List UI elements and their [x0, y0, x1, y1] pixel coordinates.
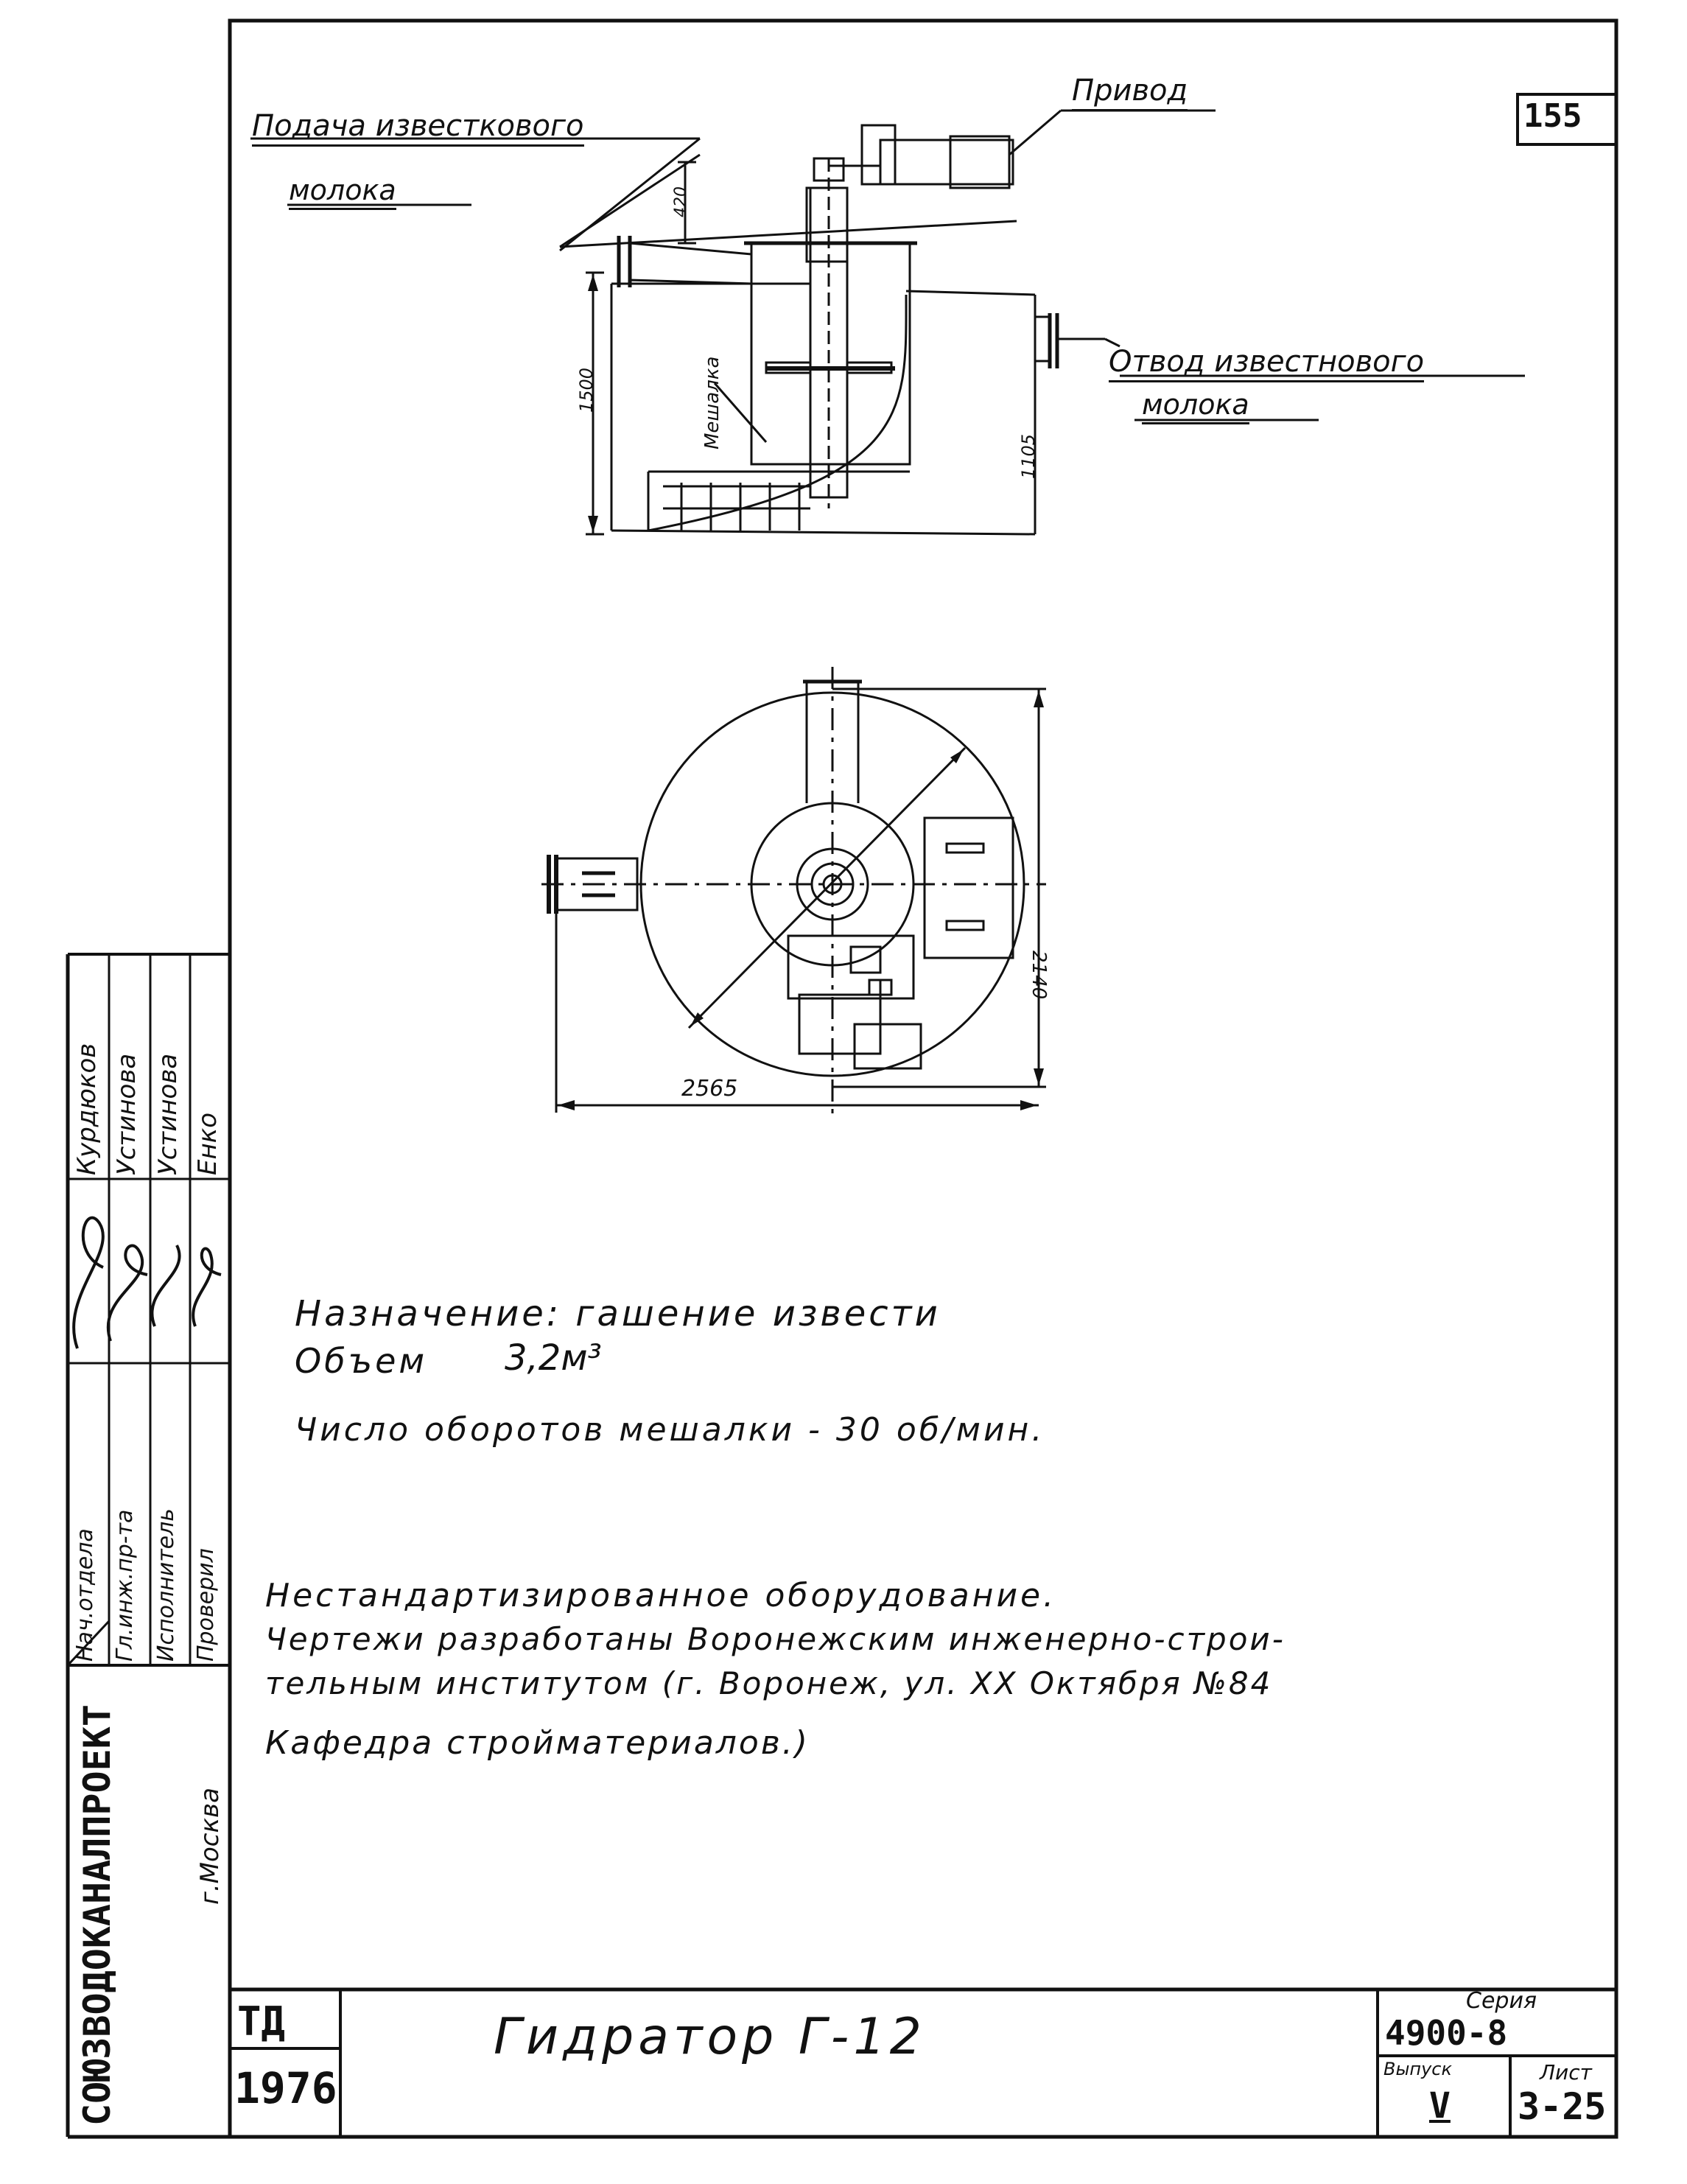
sign-role-3: Исполнитель: [153, 1508, 179, 1662]
spec-rpm: Число оборотов мешалки - 30 об/мин.: [295, 1411, 1045, 1449]
dim-420: 420: [672, 186, 690, 217]
note-line1: Нестандартизированное оборудование.: [265, 1577, 1057, 1614]
series-value: 4900-8: [1385, 2013, 1508, 2053]
org-name: СОЮЗВОДОКАНАЛПРОЕКТ: [76, 1704, 119, 2126]
note-line4: Кафедра стройматериалов.): [265, 1724, 810, 1762]
sign-role-1: Нач.отдела: [72, 1528, 98, 1662]
dim-2140: 2140: [1028, 951, 1050, 1000]
series-label: Серия: [1466, 1988, 1537, 2014]
title-code: ТД: [237, 1998, 286, 2045]
sheet-label: Лист: [1540, 2060, 1592, 2085]
label-outlet-line1: Отвод известнового: [1109, 345, 1425, 382]
drawing-title: Гидратор Г-12: [494, 2008, 926, 2066]
sheet-value: 3-25: [1518, 2085, 1607, 2128]
sheet-frame: [228, 18, 1618, 2139]
label-feed-line2: молока: [289, 174, 396, 210]
title-year: 1976: [234, 2063, 337, 2113]
sign-name-4: Енко: [193, 1112, 222, 1175]
label-outlet-line2: молока: [1142, 388, 1249, 424]
label-feed-line1: Подача известкового: [252, 109, 584, 147]
dim-1500: 1500: [576, 367, 597, 413]
label-drive: Привод: [1072, 74, 1188, 111]
label-mixer: Мешалка: [701, 356, 723, 449]
sign-name-2: Устинова: [112, 1053, 141, 1175]
issue-value: V: [1429, 2085, 1451, 2127]
page-number: 155: [1523, 97, 1582, 135]
spec-volume-label: Объем: [295, 1341, 428, 1381]
spec-volume-value: 3,2м³: [505, 1337, 602, 1379]
issue-label: Выпуск: [1383, 2059, 1452, 2079]
sign-name-3: Устинова: [153, 1053, 183, 1175]
dim-1105: 1105: [1018, 433, 1039, 479]
note-line2: Чертежи разработаны Воронежским инженерн…: [265, 1621, 1286, 1657]
note-line3: тельным институтом (г. Воронеж, ул. XX О…: [265, 1665, 1273, 1701]
org-city: г.Москва: [195, 1788, 225, 1905]
sign-name-1: Курдюков: [72, 1043, 102, 1175]
spec-purpose: Назначение: гашение извести: [295, 1293, 941, 1334]
dim-2565: 2565: [681, 1076, 738, 1102]
sign-role-2: Гл.инж.пр-та: [112, 1509, 138, 1662]
sign-role-4: Проверил: [193, 1548, 219, 1662]
